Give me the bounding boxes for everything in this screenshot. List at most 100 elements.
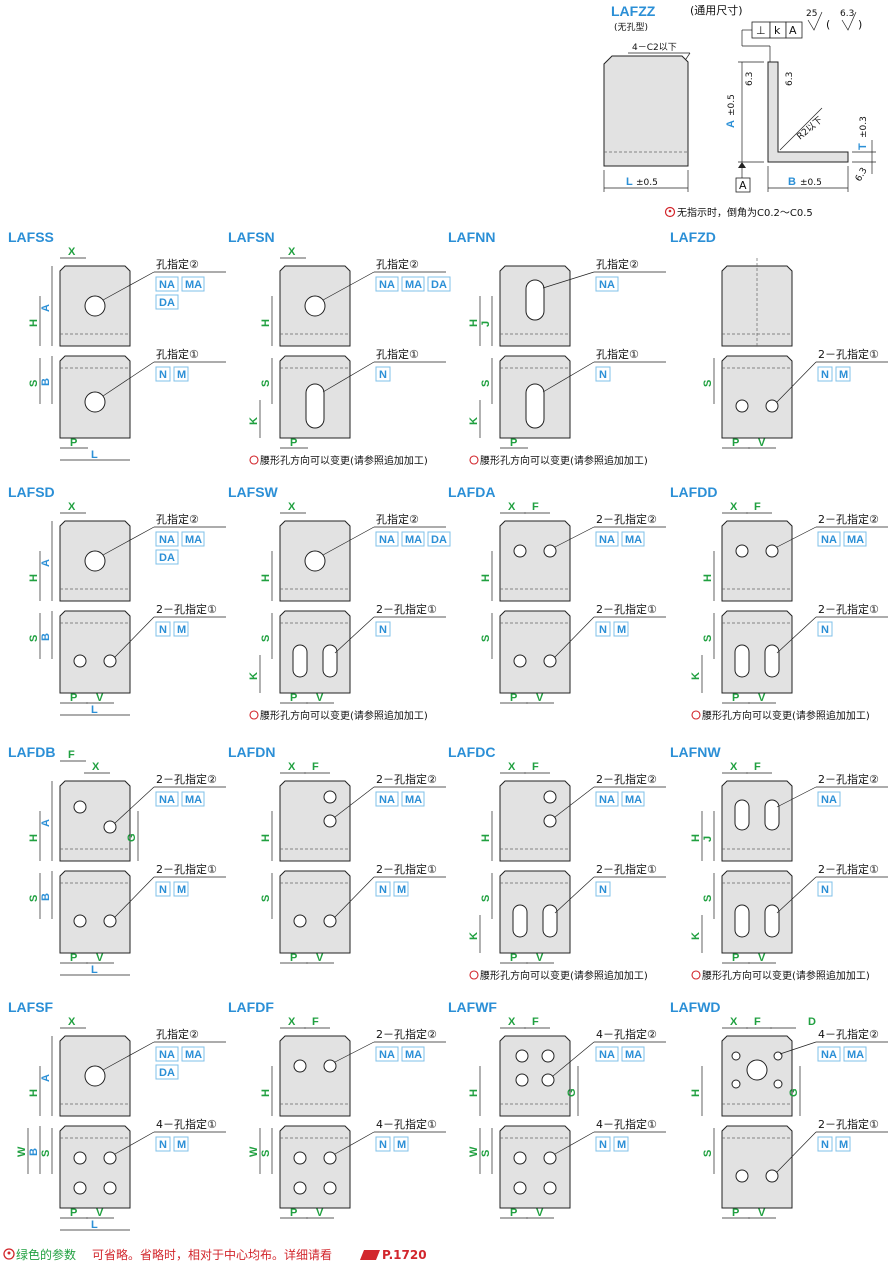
- hole: [735, 544, 749, 558]
- bottom-plate: [499, 610, 571, 694]
- code-n[interactable]: N: [599, 884, 607, 896]
- datum-a: A: [739, 179, 747, 192]
- code-m[interactable]: M: [177, 369, 186, 381]
- dim-label-s: S: [28, 635, 40, 642]
- lafzz-a-tol: ±0.5: [727, 94, 737, 116]
- code-m[interactable]: M: [397, 884, 406, 896]
- dim-label-v: V: [316, 692, 324, 704]
- dim-label-v: V: [758, 437, 766, 449]
- dim-label-p: P: [70, 952, 77, 964]
- lafzz-b-label: B: [788, 176, 796, 188]
- code-m[interactable]: M: [617, 624, 626, 636]
- code-n[interactable]: N: [159, 624, 167, 636]
- code-da[interactable]: DA: [431, 279, 447, 291]
- dim-label-h: H: [690, 1089, 702, 1097]
- code-na[interactable]: NA: [379, 1049, 395, 1061]
- dim-label-v: V: [758, 692, 766, 704]
- code-n[interactable]: N: [159, 369, 167, 381]
- code-na[interactable]: NA: [599, 1049, 615, 1061]
- dim-label-h: H: [260, 574, 272, 582]
- dim-label-v: V: [758, 1207, 766, 1219]
- code-ma[interactable]: MA: [405, 279, 422, 291]
- code-n[interactable]: N: [599, 369, 607, 381]
- note-icon: [691, 710, 701, 720]
- code-ma[interactable]: MA: [405, 794, 422, 806]
- lafzz-b-tol: ±0.5: [800, 178, 822, 188]
- code-n[interactable]: N: [821, 884, 829, 896]
- dim-label-h: H: [480, 834, 492, 842]
- code-da[interactable]: DA: [431, 534, 447, 546]
- code-m[interactable]: M: [617, 1139, 626, 1151]
- code-ma[interactable]: MA: [185, 279, 202, 291]
- code-m[interactable]: M: [177, 1139, 186, 1151]
- code-na[interactable]: NA: [599, 534, 615, 546]
- code-na[interactable]: NA: [379, 279, 395, 291]
- code-m[interactable]: M: [177, 884, 186, 896]
- dim-label-h: H: [28, 319, 40, 327]
- code-n[interactable]: N: [159, 1139, 167, 1151]
- code-ma[interactable]: MA: [405, 1049, 422, 1061]
- slot-hole: [734, 799, 750, 831]
- code-n[interactable]: N: [821, 624, 829, 636]
- footer-page-ref[interactable]: P.1720: [382, 1248, 427, 1262]
- code-na[interactable]: NA: [599, 279, 615, 291]
- note-icon: [469, 455, 479, 465]
- hole: [515, 1049, 529, 1063]
- code-na[interactable]: NA: [159, 1049, 175, 1061]
- code-na[interactable]: NA: [159, 794, 175, 806]
- code-ma[interactable]: MA: [185, 534, 202, 546]
- hole: [304, 295, 326, 317]
- roughness-63b: 6.3: [745, 72, 755, 86]
- code-ma[interactable]: MA: [847, 1049, 864, 1061]
- code-na[interactable]: NA: [159, 534, 175, 546]
- code-na[interactable]: NA: [379, 794, 395, 806]
- dim-label-a: A: [40, 819, 52, 827]
- code-na[interactable]: NA: [821, 534, 837, 546]
- code-ma[interactable]: MA: [185, 1049, 202, 1061]
- slot-direction-note: 腰形孔方向可以变更(请参照追加加工): [480, 454, 648, 467]
- bottom-plate: [279, 870, 351, 954]
- code-m[interactable]: M: [177, 624, 186, 636]
- code-n[interactable]: N: [599, 624, 607, 636]
- code-n[interactable]: N: [821, 369, 829, 381]
- hole: [103, 1181, 117, 1195]
- code-na[interactable]: NA: [821, 1049, 837, 1061]
- code-n[interactable]: N: [379, 1139, 387, 1151]
- code-da[interactable]: DA: [159, 1067, 175, 1079]
- dim-label-x: X: [92, 761, 100, 773]
- note-icon: [691, 970, 701, 980]
- code-ma[interactable]: MA: [625, 534, 642, 546]
- model-title: LAFZD: [670, 229, 716, 245]
- model-title: LAFWF: [448, 999, 497, 1015]
- hole: [543, 544, 557, 558]
- dim-label-s: S: [28, 380, 40, 387]
- model-title: LAFSN: [228, 229, 275, 245]
- dim-label-f: F: [754, 761, 761, 773]
- code-n[interactable]: N: [599, 1139, 607, 1151]
- code-n[interactable]: N: [379, 884, 387, 896]
- code-na[interactable]: NA: [379, 534, 395, 546]
- code-ma[interactable]: MA: [185, 794, 202, 806]
- code-ma[interactable]: MA: [625, 1049, 642, 1061]
- code-n[interactable]: N: [821, 1139, 829, 1151]
- code-n[interactable]: N: [159, 884, 167, 896]
- code-n[interactable]: N: [379, 624, 387, 636]
- code-da[interactable]: DA: [159, 297, 175, 309]
- hole: [84, 295, 106, 317]
- code-m[interactable]: M: [839, 369, 848, 381]
- code-m[interactable]: M: [839, 1139, 848, 1151]
- code-ma[interactable]: MA: [405, 534, 422, 546]
- hole: [731, 1051, 741, 1061]
- code-na[interactable]: NA: [159, 279, 175, 291]
- top-hole-label: 2－孔指定②: [376, 772, 437, 786]
- code-m[interactable]: M: [397, 1139, 406, 1151]
- code-na[interactable]: NA: [821, 794, 837, 806]
- code-da[interactable]: DA: [159, 552, 175, 564]
- code-ma[interactable]: MA: [625, 794, 642, 806]
- code-n[interactable]: N: [379, 369, 387, 381]
- code-ma[interactable]: MA: [847, 534, 864, 546]
- slot-hole: [305, 383, 325, 429]
- code-na[interactable]: NA: [599, 794, 615, 806]
